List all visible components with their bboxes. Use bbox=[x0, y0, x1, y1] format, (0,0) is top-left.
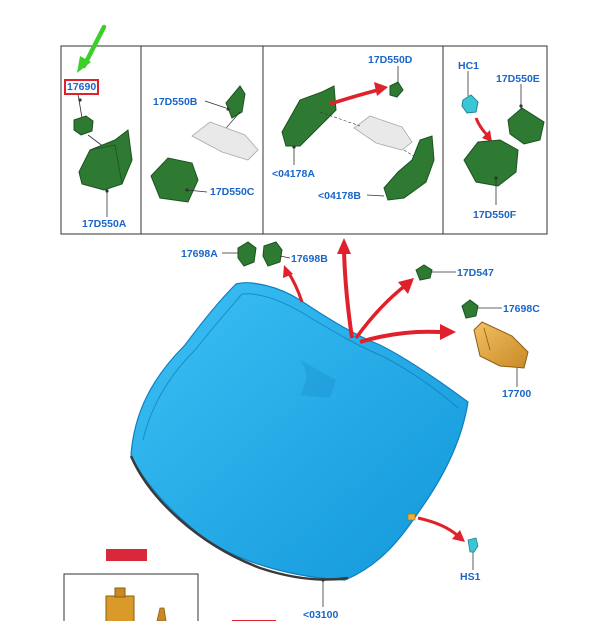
part-04178b-cover bbox=[383, 135, 435, 201]
label-17690[interactable]: 17690 bbox=[63, 79, 100, 95]
part-04178a-cover bbox=[281, 85, 337, 147]
part-17d550c-bracket bbox=[150, 157, 199, 203]
red-arrow-17d550d bbox=[329, 82, 388, 106]
label-17700[interactable]: 17700 bbox=[502, 388, 532, 400]
part-17700-rear-mirror bbox=[473, 321, 529, 369]
label-17d550b[interactable]: 17D550B bbox=[153, 96, 198, 108]
small-nozzle-part bbox=[156, 607, 167, 621]
label-hc1[interactable]: HC1 bbox=[458, 60, 480, 72]
label-17698b[interactable]: 17698B bbox=[291, 253, 328, 265]
label-17698a[interactable]: 17698A bbox=[181, 248, 218, 260]
red-arrow-hc1 bbox=[474, 117, 492, 142]
label-17698c[interactable]: 17698C bbox=[503, 303, 540, 315]
bottom-detail-frame bbox=[63, 573, 199, 621]
pointer-arrow-icon bbox=[77, 24, 107, 73]
red-arrow-17d547 bbox=[354, 278, 414, 340]
part-17d550b-bracket bbox=[225, 85, 246, 119]
label-04178b[interactable]: <04178B bbox=[318, 190, 361, 202]
part-17690-clip bbox=[73, 115, 94, 136]
part-hs1-bolt bbox=[407, 513, 416, 521]
part-17d547-cover bbox=[415, 264, 433, 281]
label-17d550d[interactable]: 17D550D bbox=[368, 54, 413, 66]
mirror-ghost-outline bbox=[191, 121, 259, 161]
part-hs1-screw bbox=[467, 537, 479, 553]
part-17698a-clip bbox=[237, 241, 257, 267]
label-03100[interactable]: <03100 bbox=[303, 609, 339, 621]
label-17d550e[interactable]: 17D550E bbox=[496, 73, 540, 85]
label-17d550a[interactable]: 17D550A bbox=[82, 218, 127, 230]
detail-panel-frame bbox=[60, 45, 548, 235]
part-17d550e-cover bbox=[507, 107, 545, 145]
part-17d550f-bracket bbox=[463, 139, 519, 187]
part-17d550d-clip bbox=[389, 81, 404, 98]
red-arrow-hs1 bbox=[417, 516, 465, 542]
red-arrow-17698 bbox=[283, 265, 304, 303]
bottle-part bbox=[105, 587, 135, 621]
part-17d550a-bracket bbox=[78, 129, 133, 191]
part-17698b-clip bbox=[262, 241, 283, 267]
label-17d547[interactable]: 17D547 bbox=[457, 267, 494, 279]
windshield-glass bbox=[130, 282, 469, 581]
label-hs1[interactable]: HS1 bbox=[460, 571, 481, 583]
mirror-ghost-outline-2 bbox=[353, 115, 413, 151]
label-bottom-tag[interactable]: 03100A bbox=[106, 549, 147, 561]
label-17d550f[interactable]: 17D550F bbox=[473, 209, 517, 221]
part-hc1-sensor bbox=[461, 94, 479, 114]
part-17698c-clip bbox=[461, 299, 479, 319]
windshield-lower-seal bbox=[129, 455, 349, 581]
label-17d550c[interactable]: 17D550C bbox=[210, 186, 255, 198]
label-04178a[interactable]: <04178A bbox=[272, 168, 315, 180]
red-arrow-17700 bbox=[359, 324, 456, 344]
red-arrow-to-panel bbox=[337, 238, 354, 339]
